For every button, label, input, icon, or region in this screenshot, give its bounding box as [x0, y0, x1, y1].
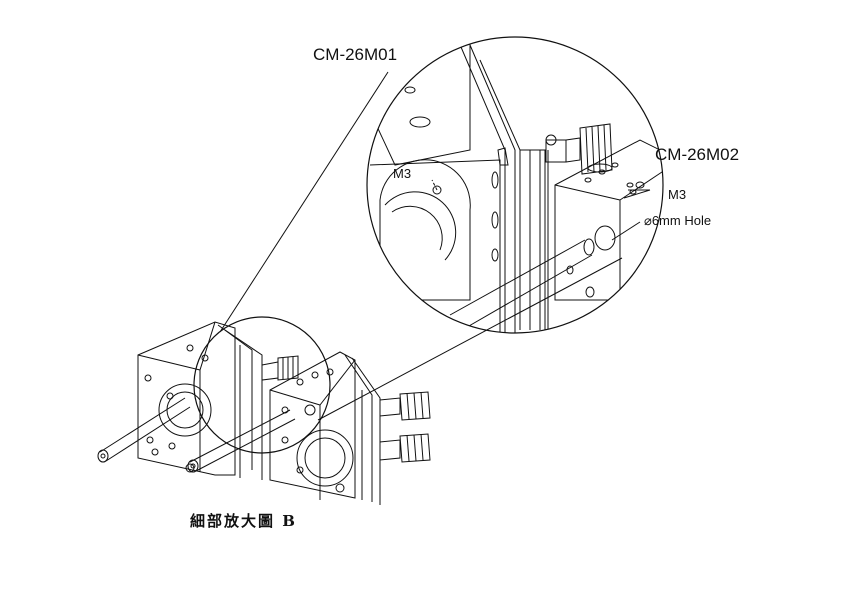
- zoom-leader-line: [317, 257, 623, 421]
- m3-label-left: M3: [393, 166, 412, 181]
- m3-hole: [432, 185, 442, 195]
- zoom-leader-line: [219, 71, 389, 333]
- caption: 細部放大圖 B: [190, 512, 297, 530]
- m3-label-right: M3: [668, 187, 687, 202]
- hole-label: ⌀6mm Hole: [644, 213, 712, 228]
- 6mm-hole: [594, 225, 616, 251]
- detail-circle-b: [193, 316, 331, 454]
- model-label-cm-26m01: CM-26M01: [313, 45, 398, 64]
- model-label-cm-26m02: CM-26M02: [655, 145, 740, 164]
- zoomed-detail: [367, 39, 663, 333]
- zoom-circle: [366, 36, 664, 334]
- assembly-drawing: [97, 321, 431, 505]
